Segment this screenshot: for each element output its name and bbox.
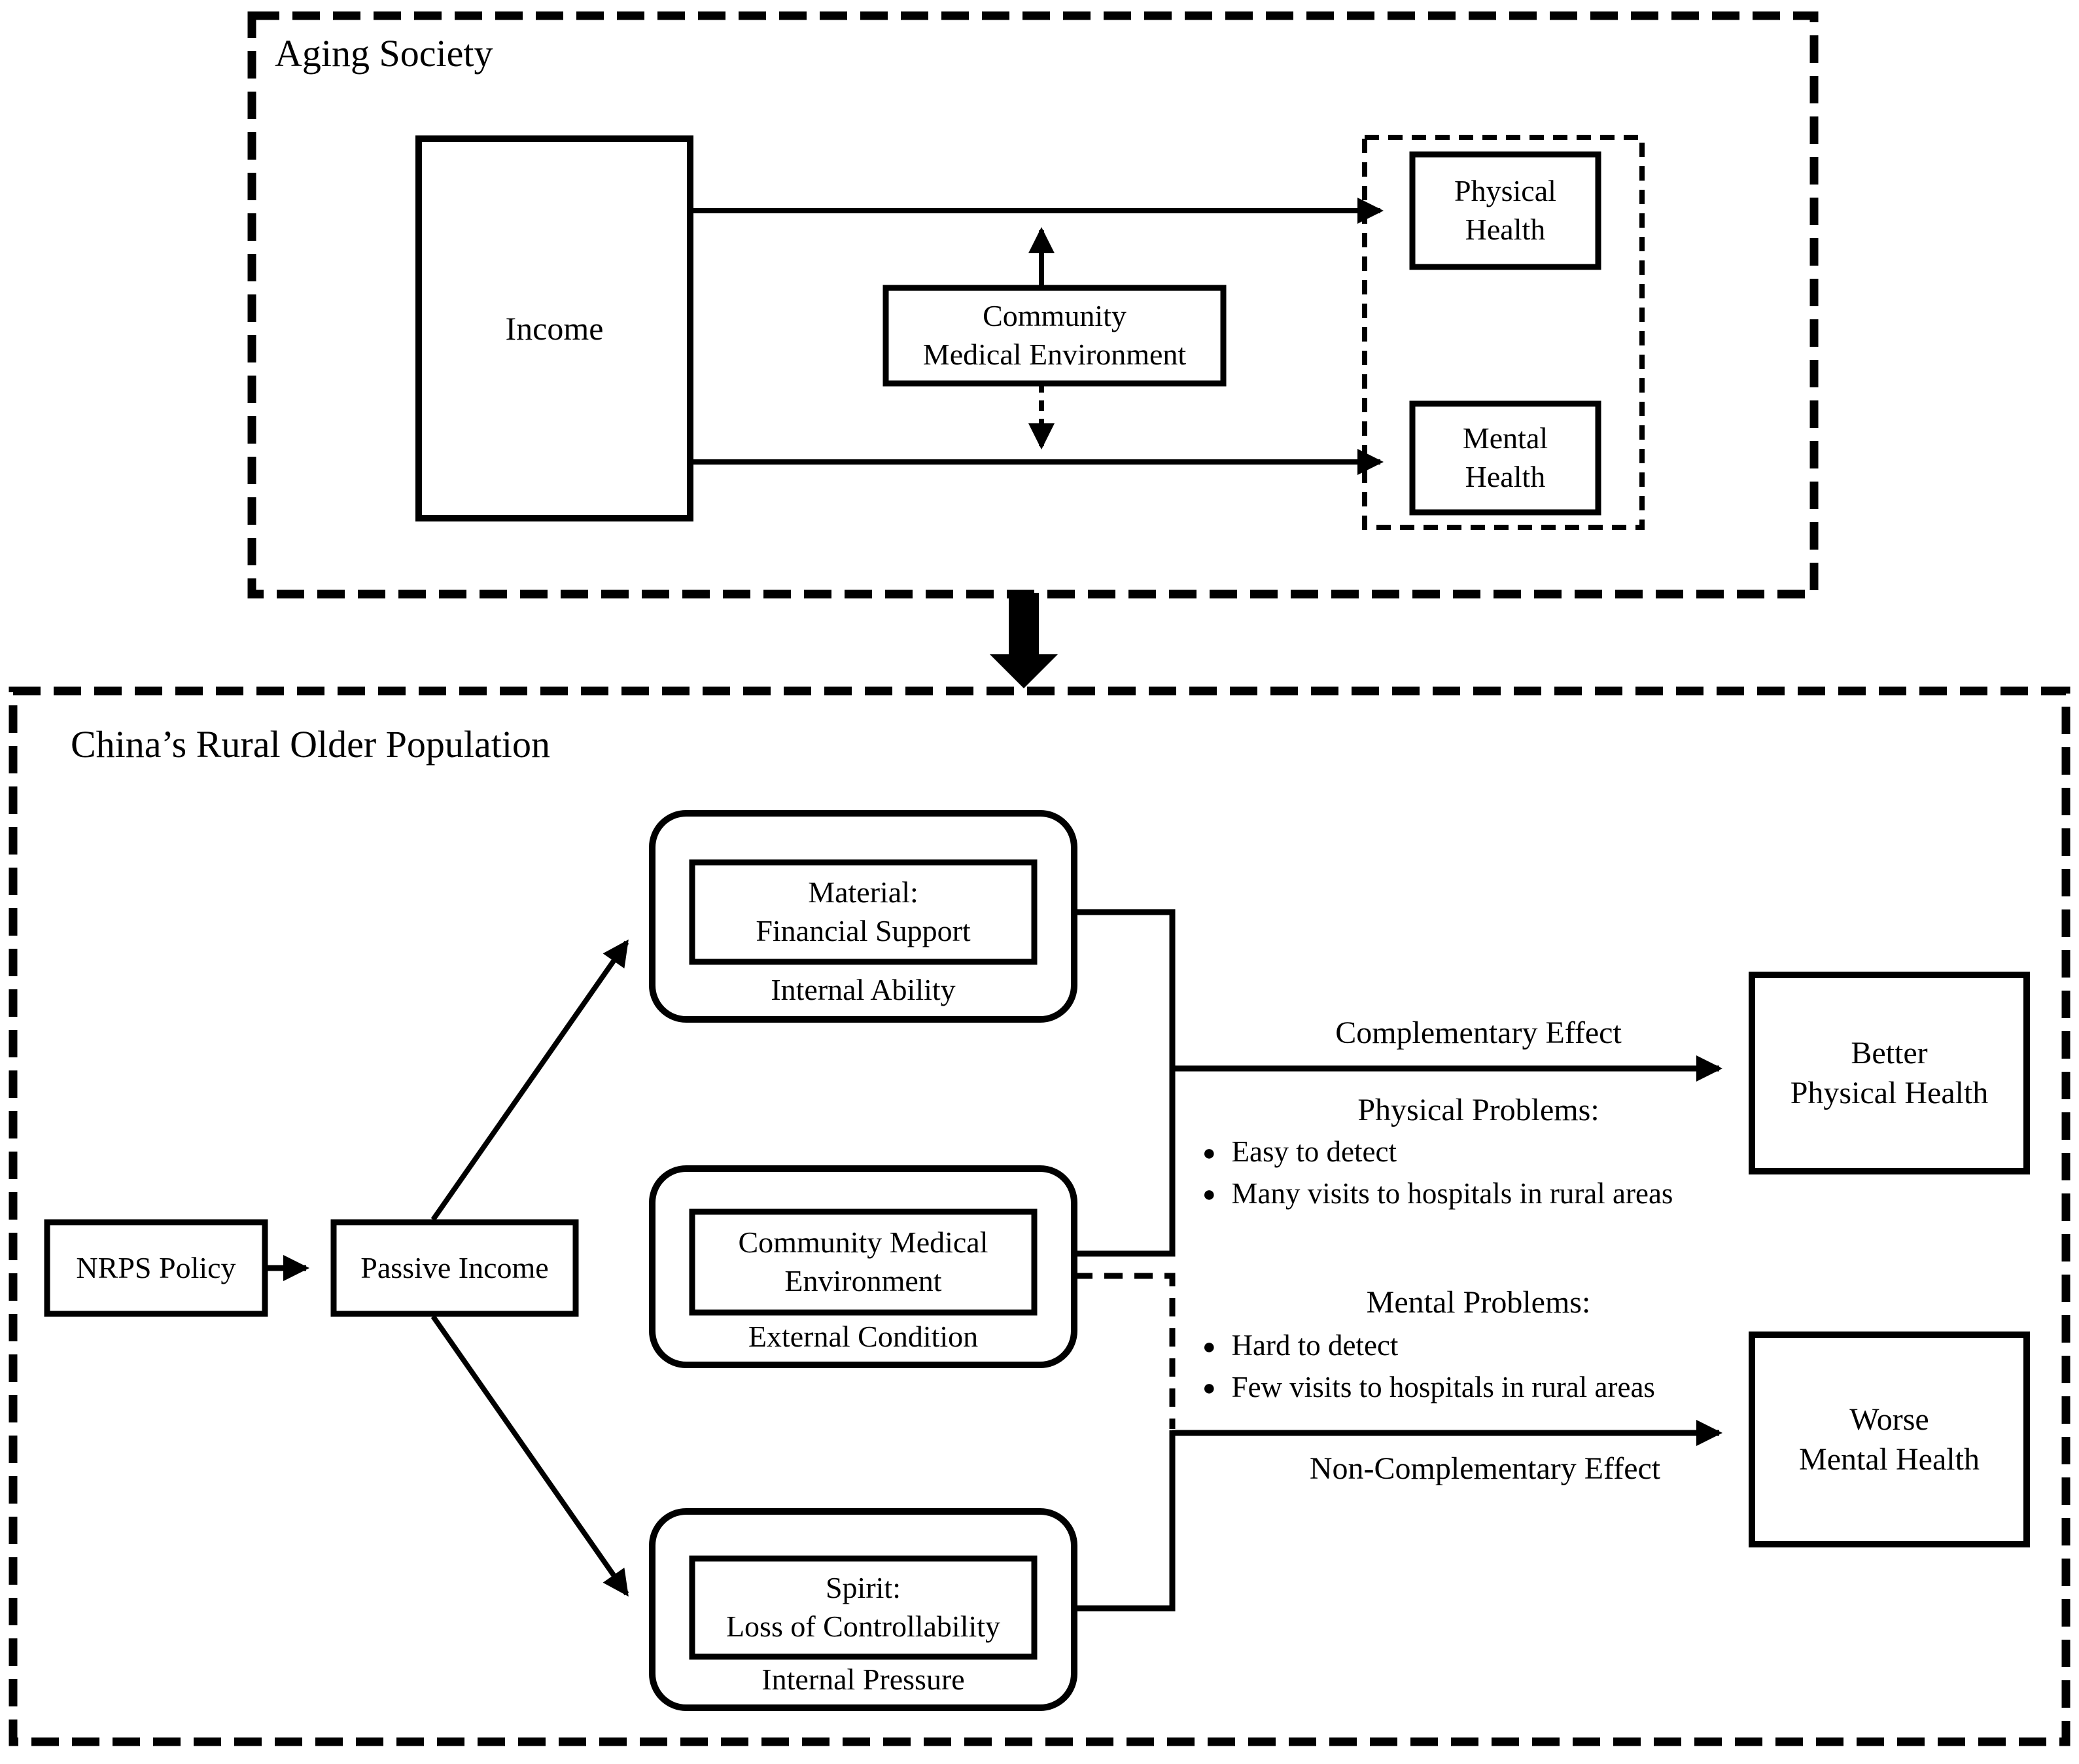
bullet-text: Many visits to hospitals in rural areas <box>1231 1176 1673 1210</box>
rural-population-panel-border <box>9 686 2070 1746</box>
complementary-effect-label: Complementary Effect <box>1335 1015 1622 1051</box>
mental-health-box-label: Mental Health <box>1462 421 1548 493</box>
bullet-text: Few visits to hospitals in rural areas <box>1231 1370 1655 1403</box>
mental-problems-bullet-list: ● Hard to detect ● Few visits to hospita… <box>1202 1329 1655 1404</box>
physical-problems-bullet-list: ● Easy to detect ● Many visits to hospit… <box>1202 1135 1673 1210</box>
material-sub-label: Internal Ability <box>771 972 956 1006</box>
cme-sub-label: External Condition <box>748 1319 979 1353</box>
cme-box-label: Community Medical Environment <box>922 299 1187 371</box>
physical-problems-heading: Physical Problems: <box>1357 1093 1599 1128</box>
physical-health-box-outline <box>1409 151 1601 270</box>
cme-bottom-box-label: Community Medical Environment <box>738 1226 988 1297</box>
better-physical-health-box-label: Better Physical Health <box>1790 1035 1989 1110</box>
passive-income-box-label: Passive Income <box>360 1250 549 1284</box>
physical-health-box-label: Physical Health <box>1454 174 1556 246</box>
spirit-connector-line <box>1074 1430 1176 1612</box>
income-box-outline <box>415 135 693 521</box>
bullet-item: ● Easy to detect <box>1202 1135 1673 1169</box>
worse-mental-health-box-label: Worse Mental Health <box>1799 1402 1980 1477</box>
health-outcomes-dashed-group-border <box>1362 135 1645 530</box>
spirit-box-outline <box>689 1555 1038 1660</box>
rural-population-panel-title: China’s Rural Older Population <box>71 723 550 766</box>
bullet-icon: ● <box>1202 1376 1216 1401</box>
cme-box-outline <box>689 1208 1038 1316</box>
bullet-text: Easy to detect <box>1231 1135 1397 1168</box>
bullet-icon: ● <box>1202 1140 1216 1165</box>
panel-connector-arrow-icon <box>990 593 1058 688</box>
spirit-box-label: Spirit: Loss of Controllability <box>725 1571 1001 1643</box>
material-box-label: Material: Financial Support <box>756 875 971 947</box>
spirit-sub-label: Internal Pressure <box>761 1662 965 1696</box>
bullet-icon: ● <box>1202 1182 1216 1207</box>
non-complementary-effect-label: Non-Complementary Effect <box>1309 1451 1661 1487</box>
passive-income-to-material-arrow <box>430 939 629 1222</box>
passive-income-box-outline <box>330 1219 579 1317</box>
bullet-text: Hard to detect <box>1231 1329 1399 1362</box>
cme-dashed-connector-line <box>1074 1273 1176 1429</box>
material-rounded-container <box>649 810 1077 1023</box>
better-physical-health-box-outline <box>1749 972 2030 1174</box>
income-box-label: Income <box>505 310 604 347</box>
aging-society-panel-title: Aging Society <box>275 32 493 75</box>
material-cme-bracket-line <box>1074 909 1176 1257</box>
bullet-icon: ● <box>1202 1334 1216 1359</box>
mental-health-box-outline <box>1409 400 1601 516</box>
bullet-item: ● Few visits to hospitals in rural areas <box>1202 1371 1655 1404</box>
community-medical-environment-box-outline <box>882 285 1227 387</box>
mental-problems-heading: Mental Problems: <box>1366 1285 1591 1320</box>
passive-income-to-spirit-arrow <box>430 1314 629 1597</box>
bullet-item: ● Hard to detect <box>1202 1329 1655 1362</box>
worse-mental-health-box-outline <box>1749 1332 2030 1547</box>
material-box-outline <box>689 859 1038 965</box>
bullet-item: ● Many visits to hospitals in rural area… <box>1202 1176 1673 1210</box>
cme-rounded-container <box>649 1165 1077 1368</box>
nrps-policy-box-label: NRPS Policy <box>76 1250 236 1284</box>
